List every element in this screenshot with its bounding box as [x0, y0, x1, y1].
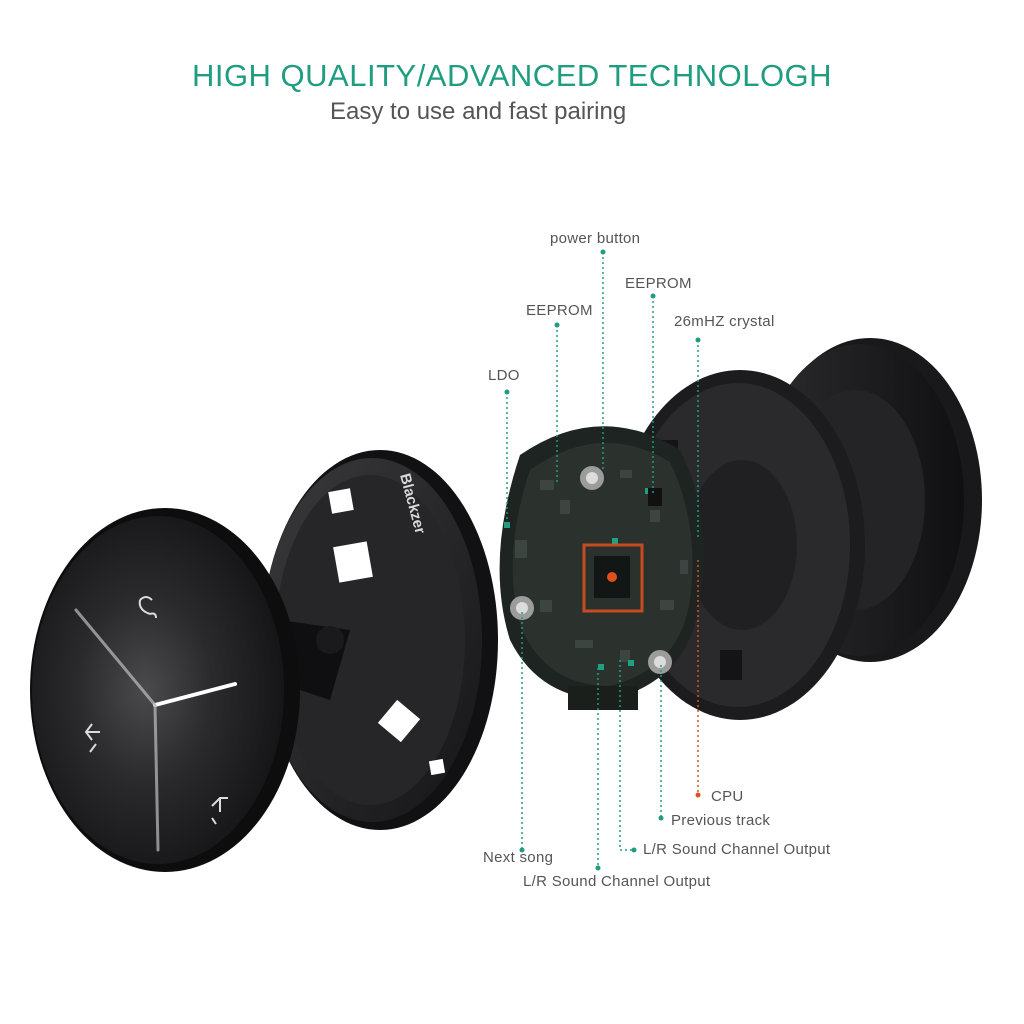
- label-lr-output-1: L/R Sound Channel Output: [643, 841, 831, 858]
- next-track-icon: [211, 797, 228, 825]
- label-previous-track: Previous track: [671, 812, 771, 829]
- callout-lines: [506, 252, 699, 868]
- label-eeprom-right: EEPROM: [625, 275, 692, 292]
- headline: HIGH QUALITY/ADVANCED TECHNOLOGH: [191, 58, 833, 93]
- front-face-plate: [30, 508, 300, 872]
- subheadline: Easy to use and fast pairing: [330, 98, 627, 125]
- label-crystal: 26mHZ crystal: [674, 313, 775, 330]
- mounting-shell: Blackzer: [262, 450, 498, 830]
- label-ldo: LDO: [488, 367, 520, 384]
- label-power-button: power button: [550, 230, 641, 247]
- label-eeprom-left: EEPROM: [526, 302, 593, 319]
- call-icon: [138, 596, 157, 619]
- circuit-board: [499, 426, 705, 710]
- label-next-song: Next song: [483, 849, 554, 866]
- label-lr-output-2: L/R Sound Channel Output: [523, 873, 711, 890]
- previous-track-icon: [84, 723, 100, 753]
- label-cpu: CPU: [711, 788, 744, 805]
